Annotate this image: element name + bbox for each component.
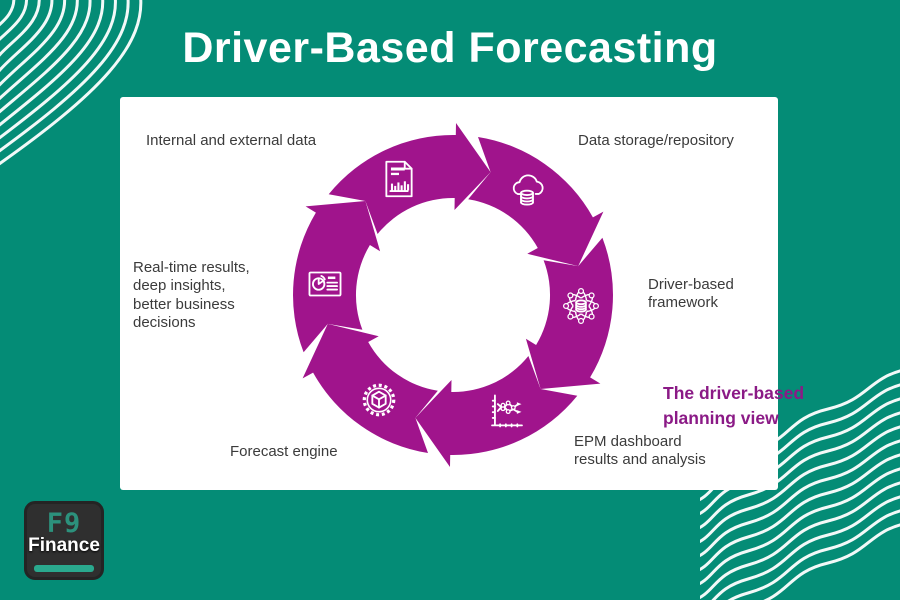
step-label-realtime-results: Real-time results, deep insights, better… <box>133 259 250 331</box>
logo-accent-bar <box>34 565 94 572</box>
pie-dashboard-icon <box>302 261 348 307</box>
cycle-diagram: The driver-based planning view <box>273 115 804 475</box>
diagram-center-label: The driver-based planning view <box>663 383 805 428</box>
report-document-icon <box>376 156 422 202</box>
line-chart-icon <box>484 388 530 434</box>
f9-finance-logo: F9 Finance <box>24 501 104 580</box>
step-label-forecast-engine: Forecast engine <box>230 443 338 460</box>
cycle-arrow-ring <box>293 123 613 467</box>
cloud-database-icon <box>504 167 550 213</box>
step-label-data-storage: Data storage/repository <box>578 132 734 149</box>
logo-finance-text: Finance <box>28 535 100 556</box>
page-title: Driver-Based Forecasting <box>182 24 718 72</box>
step-label-internal-external-data: Internal and external data <box>146 132 317 149</box>
step-label-driver-based-framework: Driver-based framework <box>648 276 734 312</box>
logo-f9-text: F9 <box>46 508 82 539</box>
network-framework-icon <box>558 283 604 329</box>
gear-cube-icon <box>356 377 402 423</box>
step-label-epm-dashboard: EPM dashboard results and analysis <box>574 433 706 469</box>
